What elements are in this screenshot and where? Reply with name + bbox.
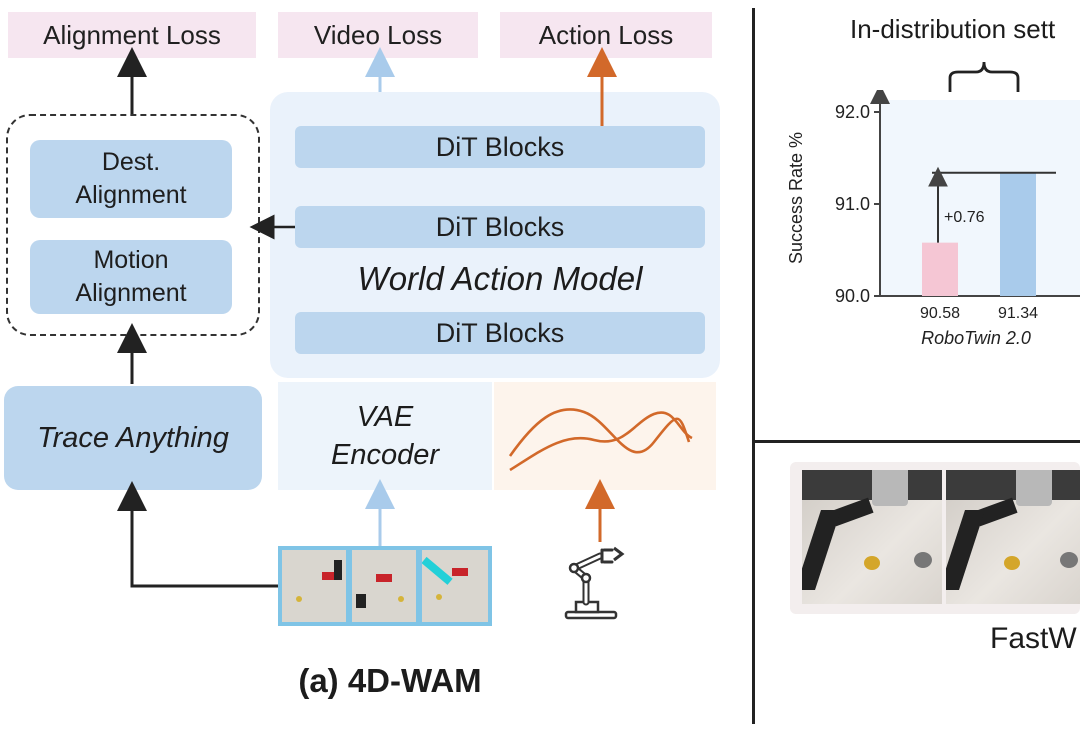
- video-frame-1: [282, 550, 346, 622]
- vertical-divider: [752, 8, 755, 724]
- y-tick-label: 90.0: [835, 286, 870, 306]
- difference-label: +0.76: [944, 209, 985, 226]
- action-trajectory-box: [494, 382, 716, 490]
- dest-alignment-box: Dest. Alignment: [30, 140, 232, 218]
- robot-arm-icon: [556, 544, 638, 627]
- vae-line2: Encoder: [330, 439, 439, 471]
- motion-alignment-line2: Alignment: [75, 279, 187, 307]
- bar-label-1: 90.58: [920, 305, 960, 322]
- brace-icon: [948, 61, 1020, 92]
- horizontal-divider: [752, 440, 1080, 443]
- dest-alignment-line1: Dest.: [101, 148, 161, 176]
- success-rate-chart: 90.0 91.0 92.0 90.58 91.34 +0.76 Success Ra…: [786, 90, 1080, 348]
- trace-anything-box: Trace Anything: [4, 386, 262, 490]
- y-tick-label: 91.0: [835, 194, 870, 214]
- dit-blocks-bottom: DiT Blocks: [295, 312, 705, 354]
- arrow-frames-to-trace: [117, 481, 278, 588]
- y-tick-label: 92.0: [835, 102, 870, 122]
- action-curves-icon: [508, 408, 693, 472]
- fastw-frame-1: [802, 470, 942, 604]
- fastw-frame-2: [946, 470, 1080, 604]
- motion-alignment-line1: Motion: [93, 246, 169, 274]
- bar-label-2: 91.34: [998, 305, 1038, 322]
- video-frames: [278, 546, 492, 626]
- vae-encoder-box: VAE Encoder: [278, 382, 492, 490]
- video-frame-2: [352, 550, 416, 622]
- right-header: In-distribution sett: [850, 14, 1056, 44]
- left-caption: (a) 4D-WAM: [298, 662, 482, 699]
- dest-alignment-line2: Alignment: [75, 181, 187, 209]
- dit-blocks-top: DiT Blocks: [295, 126, 705, 168]
- world-action-model-title: World Action Model: [357, 260, 643, 297]
- video-frame-3: [422, 550, 488, 622]
- chart-plot-bg: [880, 100, 1080, 296]
- bar-1: [922, 242, 958, 296]
- right-bottom-caption: FastW: [990, 622, 1077, 655]
- vae-line1: VAE: [356, 401, 414, 433]
- fastw-thumbnails: [790, 462, 1080, 614]
- x-axis-label: RoboTwin 2.0: [921, 328, 1031, 348]
- bar-2: [1000, 172, 1036, 296]
- y-axis-label: Success Rate %: [786, 132, 806, 264]
- dit-blocks-mid: DiT Blocks: [295, 206, 705, 248]
- left-arrows: [117, 47, 617, 588]
- motion-alignment-box: Motion Alignment: [30, 240, 232, 314]
